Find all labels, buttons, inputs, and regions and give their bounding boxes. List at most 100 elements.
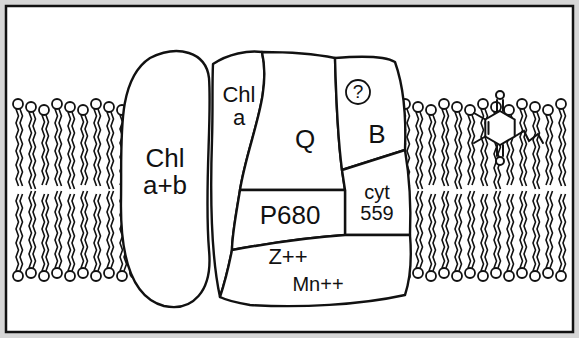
lipid-tail xyxy=(533,194,536,271)
lipid-tail xyxy=(68,194,71,271)
lipid-tail xyxy=(72,112,75,189)
lipid-tail xyxy=(429,115,432,185)
carbonyl-bond xyxy=(502,145,504,156)
lipid-head xyxy=(413,268,423,278)
lipid-head xyxy=(426,271,436,281)
lipid-head xyxy=(530,102,540,112)
lipid-tail xyxy=(59,191,62,268)
lipid-tail xyxy=(494,191,497,268)
lipid-tail xyxy=(507,194,510,271)
region-label: cyt 559 xyxy=(348,182,406,224)
lipid-tail xyxy=(416,191,419,268)
lipid-head xyxy=(504,271,514,281)
oxygen-atom xyxy=(496,157,504,165)
lipid-tail xyxy=(459,112,462,189)
lipid-tail xyxy=(498,191,501,268)
lipid-tail xyxy=(455,112,458,189)
carbonyl-bond xyxy=(496,145,498,156)
lipid-tail xyxy=(416,112,419,189)
lipid-tail xyxy=(46,115,49,185)
lipid-head xyxy=(26,268,36,278)
lipid-tail xyxy=(442,191,445,268)
lipid-tail xyxy=(33,112,36,189)
lipid-tail xyxy=(55,191,58,268)
lipid-tail xyxy=(42,115,45,185)
lipid-tail xyxy=(59,109,62,186)
lipid-head xyxy=(465,268,475,278)
methyl-group xyxy=(474,137,485,144)
lipid-tail xyxy=(533,112,536,189)
region-outline xyxy=(235,45,350,195)
lipid-head xyxy=(452,102,462,112)
lipid-head xyxy=(426,105,436,115)
lipid-head xyxy=(104,268,114,278)
lipid-tail xyxy=(111,191,114,268)
lipid-tail xyxy=(433,115,436,185)
lipid-tail xyxy=(107,112,110,189)
lipid-tail xyxy=(46,194,49,271)
lipid-tail xyxy=(481,109,484,186)
lipid-tail xyxy=(472,115,475,185)
lipid-tail xyxy=(98,194,101,271)
lipid-head xyxy=(452,271,462,281)
lipid-tail xyxy=(520,109,523,186)
lipid-head xyxy=(556,99,566,109)
lipid-tail xyxy=(20,194,23,271)
quinone-q-region: Q xyxy=(235,45,350,195)
lipid-tail xyxy=(429,194,432,271)
lipid-tail xyxy=(472,191,475,268)
region-label: P680 xyxy=(240,202,340,229)
lipid-tail xyxy=(94,109,97,186)
lipid-tail xyxy=(546,191,549,268)
chlorophyll-ab-complex: Chl a+b xyxy=(112,40,216,318)
lipid-tail xyxy=(468,191,471,268)
cytochrome-region: cyt 559 xyxy=(338,145,416,240)
lipid-head xyxy=(517,99,527,109)
lipid-tail xyxy=(459,194,462,271)
region-label: Chl a+b xyxy=(135,145,195,200)
carbonyl-bond xyxy=(496,100,498,111)
ring-double-bond xyxy=(488,122,490,134)
region-shape xyxy=(220,235,411,306)
lipid-head xyxy=(91,271,101,281)
lipid-head xyxy=(65,102,75,112)
lipid-tail xyxy=(72,194,75,271)
lipid-tail xyxy=(550,191,553,268)
lipid-tail xyxy=(537,112,540,189)
lipid-head xyxy=(39,271,49,281)
oxygen-atom xyxy=(496,91,504,99)
lipid-tail xyxy=(420,112,423,189)
lipid-head xyxy=(65,271,75,281)
lipid-tail xyxy=(420,191,423,268)
lipid-head xyxy=(439,268,449,278)
lipid-tail xyxy=(455,194,458,271)
lipid-tail xyxy=(442,109,445,186)
region-shape xyxy=(121,51,210,307)
lipid-tail xyxy=(468,115,471,185)
lipid-tail xyxy=(485,194,488,271)
z-mn-region: Z++Mn++ xyxy=(215,228,415,313)
region-label: Chl a xyxy=(217,83,261,129)
lipid-head xyxy=(26,102,36,112)
lipid-tail xyxy=(524,109,527,186)
lipid-head xyxy=(52,268,62,278)
lipid-tail xyxy=(16,194,19,271)
carbonyl-bond xyxy=(502,100,504,111)
region-label: Mn++ xyxy=(278,274,358,295)
lipid-tail xyxy=(20,109,23,186)
lipid-tail xyxy=(511,194,514,271)
lipid-head xyxy=(439,99,449,109)
lipid-tail xyxy=(559,109,562,186)
region-shape xyxy=(342,150,410,235)
lipid-head xyxy=(413,102,423,112)
lipid-tail xyxy=(563,194,566,271)
lipid-tail xyxy=(29,112,32,189)
lipid-tail xyxy=(111,112,114,189)
lipid-tail xyxy=(446,109,449,186)
isoprenoid-tail xyxy=(515,131,543,143)
lipid-tail xyxy=(559,194,562,271)
methyl-group xyxy=(474,113,485,120)
lipid-tail xyxy=(94,194,97,271)
lipid-head xyxy=(78,105,88,115)
lipid-tail xyxy=(520,191,523,268)
